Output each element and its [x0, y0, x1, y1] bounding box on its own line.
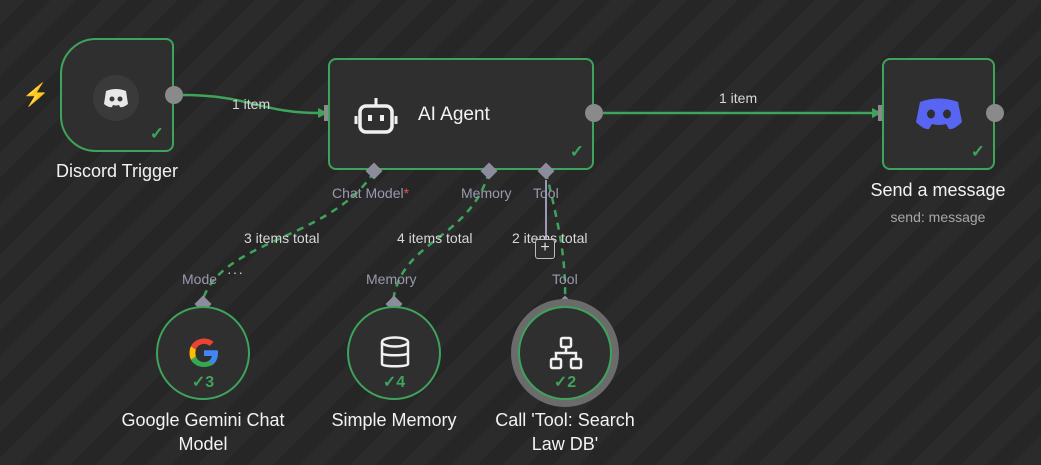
chat-model-port-label: Chat Model* [332, 185, 410, 201]
success-check-icon: ✓ [569, 142, 584, 161]
required-marker: * [403, 185, 410, 201]
sub-connection-memory [391, 171, 491, 303]
main-connection-trigger-agent [181, 93, 321, 115]
tool-node-port-label: Tool [552, 271, 578, 287]
agent-output-handle[interactable] [585, 104, 603, 122]
trigger-bolt-icon: ⚡ [22, 82, 50, 107]
send-output-handle[interactable] [986, 104, 1004, 122]
gemini-success-count: ✓3 [191, 374, 215, 391]
send-message-title: Send a message [870, 180, 1006, 200]
send-message-subtitle: send: message [890, 209, 986, 225]
memory-success-count: ✓4 [382, 374, 406, 391]
ai-agent-node[interactable]: AI Agent ✓ [328, 58, 594, 170]
ai-agent-title: AI Agent [418, 104, 490, 125]
arrow-head [318, 108, 328, 118]
gemini-title: Google Gemini Chat Model [121, 410, 285, 454]
edge-label-tool: 2 items total [512, 230, 588, 246]
tool-success-count: ✓2 [553, 374, 577, 391]
trigger-output-handle[interactable] [165, 86, 183, 104]
database-icon [380, 336, 410, 368]
discord-icon [916, 98, 962, 130]
add-tool-button[interactable]: + [535, 239, 555, 259]
gemini-port-label: Mode [182, 271, 218, 287]
send-message-node[interactable]: ✓ [882, 58, 995, 170]
edge-label-memory: 4 items total [397, 230, 473, 246]
edge-label-agent-send: 1 item [719, 90, 758, 106]
discord-icon [93, 75, 139, 121]
simple-memory-title: Simple Memory [331, 410, 457, 430]
success-check-icon: ✓ [970, 142, 985, 161]
call-tool-node[interactable]: ✓2 [518, 306, 612, 400]
discord-trigger-title: Discord Trigger [55, 161, 179, 181]
sitemap-icon [549, 336, 583, 370]
simple-memory-node[interactable]: ✓4 [347, 306, 441, 400]
sub-connection-gemini [200, 171, 376, 303]
arrow-head [872, 108, 882, 118]
call-tool-title: Call 'Tool: Search Law DB' [495, 410, 635, 454]
tool-port-label: Tool [533, 185, 559, 201]
edge-label-gemini: 3 items total [244, 230, 320, 246]
edge-label-trigger-agent: 1 item [232, 96, 271, 112]
google-gemini-node[interactable]: ✓3 [156, 306, 250, 400]
sub-connection-tool [544, 171, 567, 303]
memory-node-port-label: Memory [366, 271, 417, 287]
success-check-icon: ✓ [149, 124, 164, 143]
robot-icon [354, 98, 398, 134]
memory-port-label: Memory [461, 185, 512, 201]
discord-trigger-node[interactable]: ✓ [60, 38, 174, 152]
more-options-icon[interactable]: ··· [227, 264, 244, 280]
google-icon [189, 338, 218, 367]
